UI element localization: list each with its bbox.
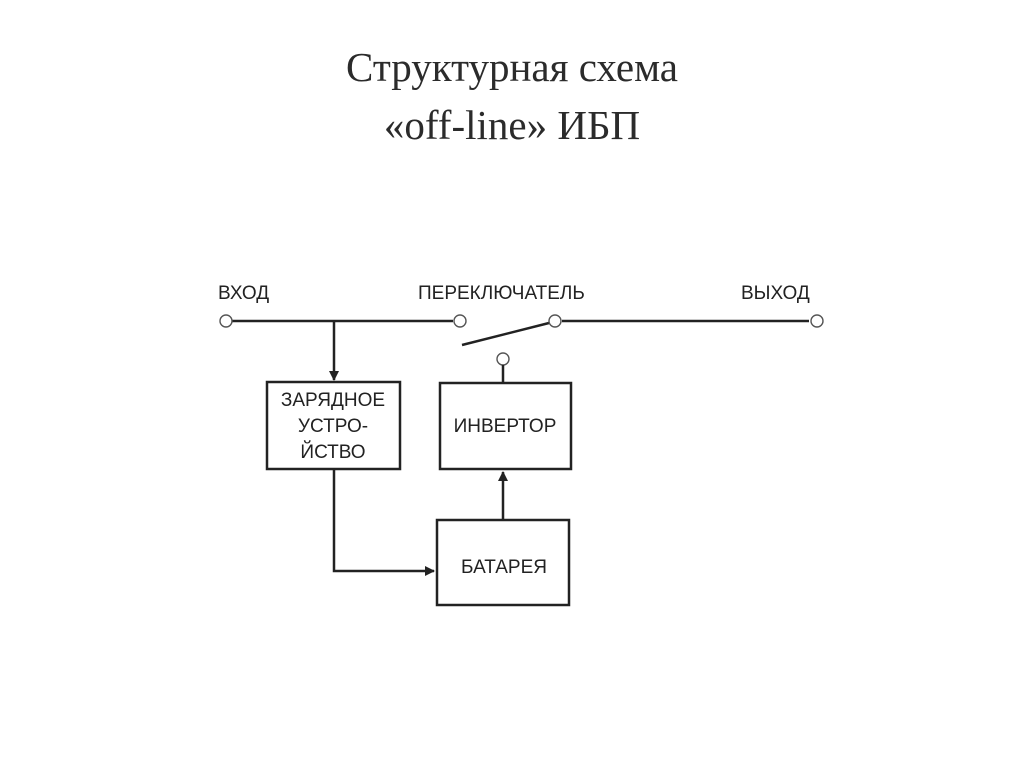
battery-label: БАТАРЕЯ <box>461 557 547 578</box>
switch-label: ПЕРЕКЛЮЧАТЕЛЬ <box>418 283 585 304</box>
switch-terminal-right <box>548 314 562 328</box>
output-label: ВЫХОД <box>741 283 810 304</box>
inverter-label: ИНВЕРТОР <box>454 416 557 437</box>
title-line-2: «off-line» ИБП <box>383 102 641 148</box>
switch-terminal-left <box>453 314 467 328</box>
inverter-terminal <box>496 352 510 366</box>
charger-label-line-1: ЗАРЯДНОЕ <box>281 390 385 411</box>
inverter-box <box>438 381 573 471</box>
input-terminal <box>219 314 233 328</box>
output-terminal <box>810 314 824 328</box>
battery-box <box>435 518 571 607</box>
charger-label-line-2: УСТРО- <box>298 416 368 437</box>
slide-title: Структурная схема «off-line» ИБП <box>0 38 1024 154</box>
switch-blade <box>461 321 550 347</box>
charger-box <box>265 380 402 471</box>
charger-label-line-3: ЙСТВО <box>300 441 365 463</box>
charger-to-battery-arrow <box>332 469 435 576</box>
title-line-1: Структурная схема <box>346 44 678 90</box>
input-label: ВХОД <box>218 283 269 304</box>
